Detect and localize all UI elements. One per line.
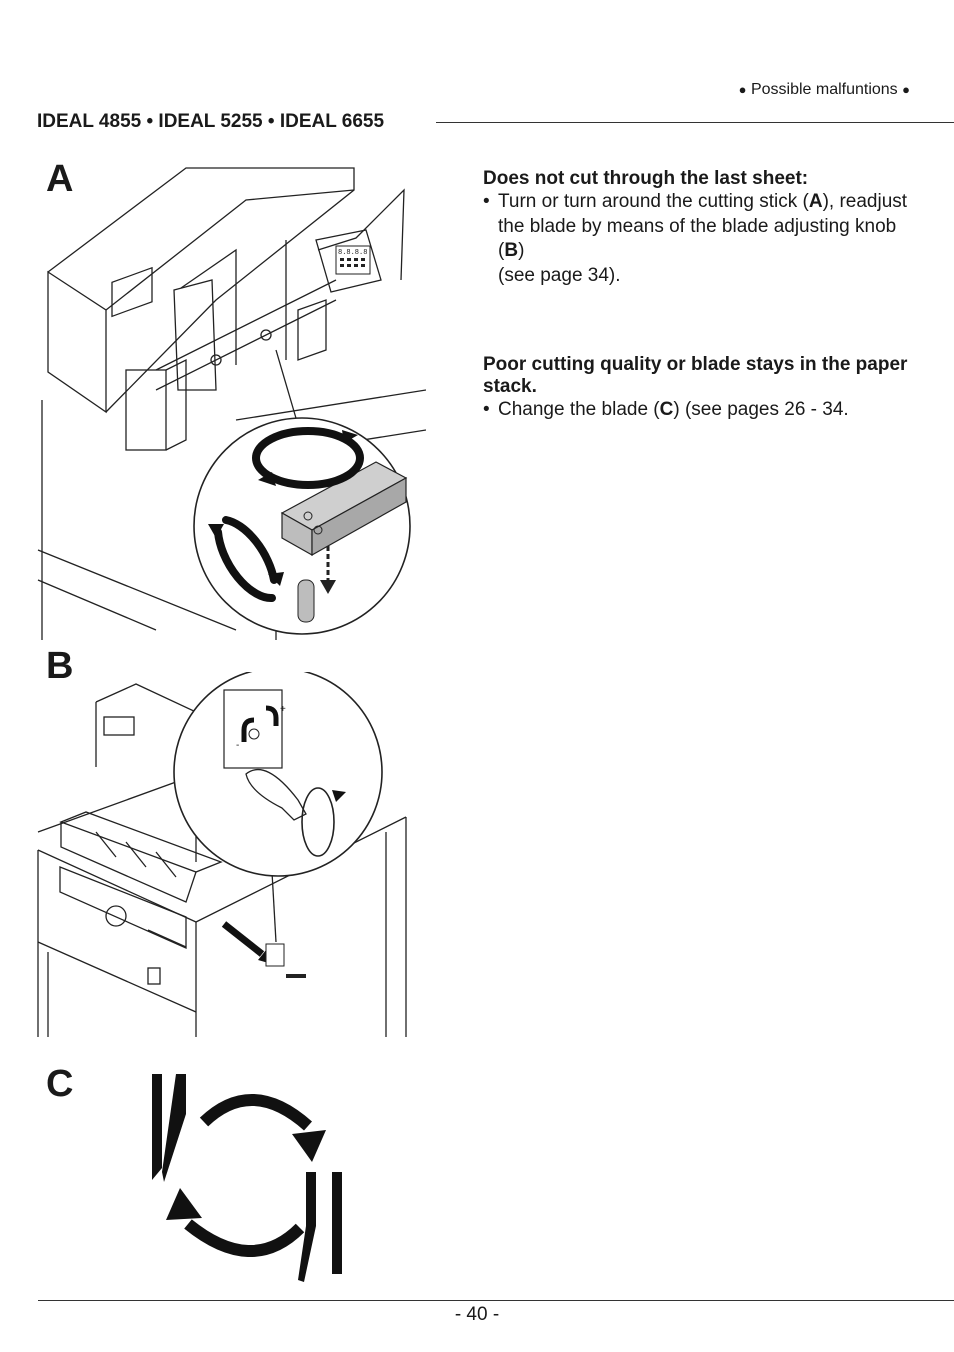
- section-header: ● Possible malfuntions ●: [739, 81, 910, 99]
- footer-rule: [38, 1300, 954, 1301]
- instruction-heading: Does not cut through the last sheet:: [483, 168, 809, 189]
- instruction-item: Change the blade (C) (see pages 26 - 34.: [483, 398, 923, 423]
- instruction-last-sheet: Does not cut through the last sheet: Tur…: [483, 168, 923, 288]
- section-title: Possible malfuntions: [750, 81, 898, 98]
- bullet-icon: ●: [902, 82, 910, 97]
- rotate-knob-icon: [301, 787, 335, 857]
- figure-b-cutter-blade-knob: - +: [37, 672, 407, 1037]
- figure-a-label: A: [46, 158, 74, 200]
- plus-sign: +: [280, 704, 286, 715]
- rotate-vertical-icon: [214, 516, 278, 603]
- blade-icon: [152, 1074, 162, 1180]
- page-number: - 40 -: [454, 1304, 500, 1325]
- minus-sign: -: [236, 740, 239, 751]
- instruction-item: Turn or turn around the cutting stick (A…: [483, 190, 923, 288]
- instruction-heading: Poor cutting quality or blade stays in t…: [483, 354, 908, 397]
- rotate-horizontal-icon: [252, 427, 364, 489]
- figure-a-cutter-cutting-stick: 8.8.8.8: [37, 167, 426, 640]
- figure-b-label: B: [46, 645, 74, 687]
- figure-c-blade-change: [152, 1074, 342, 1282]
- figure-c-label: C: [46, 1063, 74, 1105]
- figure-ref: A: [808, 191, 823, 212]
- figure-ref: B: [504, 240, 519, 261]
- blade-icon: [332, 1172, 342, 1274]
- figure-ref: C: [659, 399, 674, 420]
- model-names: IDEAL 4855 • IDEAL 5255 • IDEAL 6655: [37, 111, 385, 132]
- instruction-cutting-quality: Poor cutting quality or blade stays in t…: [483, 354, 923, 423]
- page-reference: (see page 34).: [498, 264, 621, 286]
- header-rule: [436, 122, 954, 123]
- display-readout: 8.8.8.8: [338, 249, 367, 257]
- bullet-icon: ●: [738, 82, 747, 97]
- swap-arrows-icon: [184, 1094, 312, 1257]
